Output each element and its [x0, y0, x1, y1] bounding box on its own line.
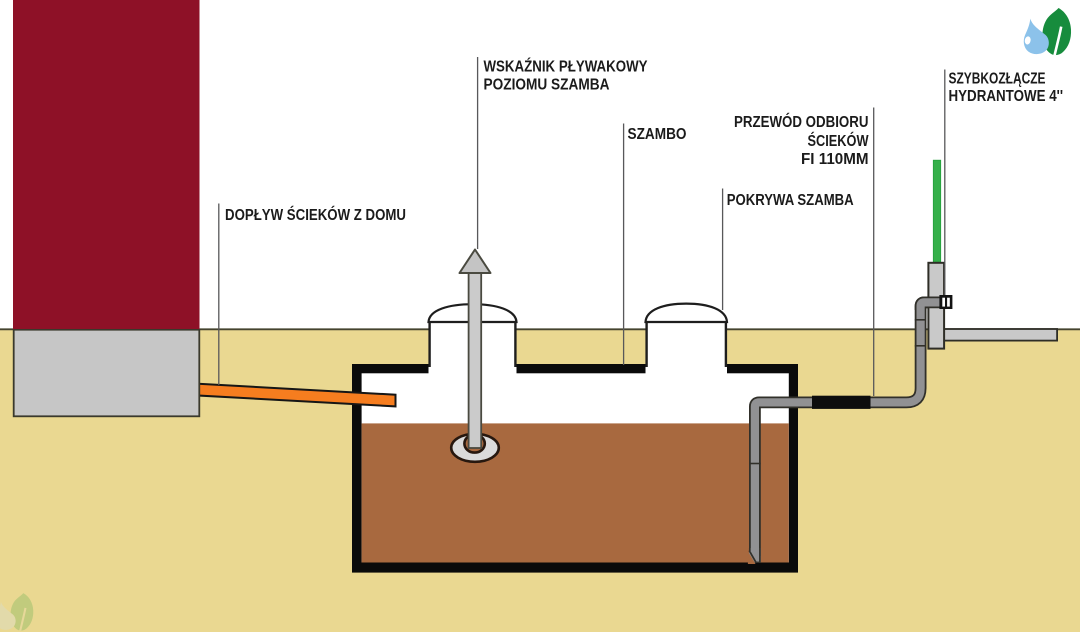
svg-text:DOPŁYW ŚCIEKÓW Z DOMU: DOPŁYW ŚCIEKÓW Z DOMU: [225, 205, 406, 224]
svg-text:PRZEWÓD ODBIORU: PRZEWÓD ODBIORU: [734, 112, 869, 131]
svg-text:SZYBKOZŁĄCZE: SZYBKOZŁĄCZE: [949, 71, 1046, 88]
svg-text:POZIOMU SZAMBA: POZIOMU SZAMBA: [484, 77, 610, 94]
svg-text:WSKAŹNIK PŁYWAKOWY: WSKAŹNIK PŁYWAKOWY: [484, 57, 648, 76]
svg-text:POKRYWA SZAMBA: POKRYWA SZAMBA: [727, 192, 854, 209]
svg-text:SZAMBO: SZAMBO: [628, 126, 687, 143]
svg-text:ŚCIEKÓW: ŚCIEKÓW: [808, 131, 870, 150]
svg-text:HYDRANTOWE 4'': HYDRANTOWE 4'': [949, 88, 1064, 105]
svg-text:FI 110MM: FI 110MM: [801, 151, 869, 168]
